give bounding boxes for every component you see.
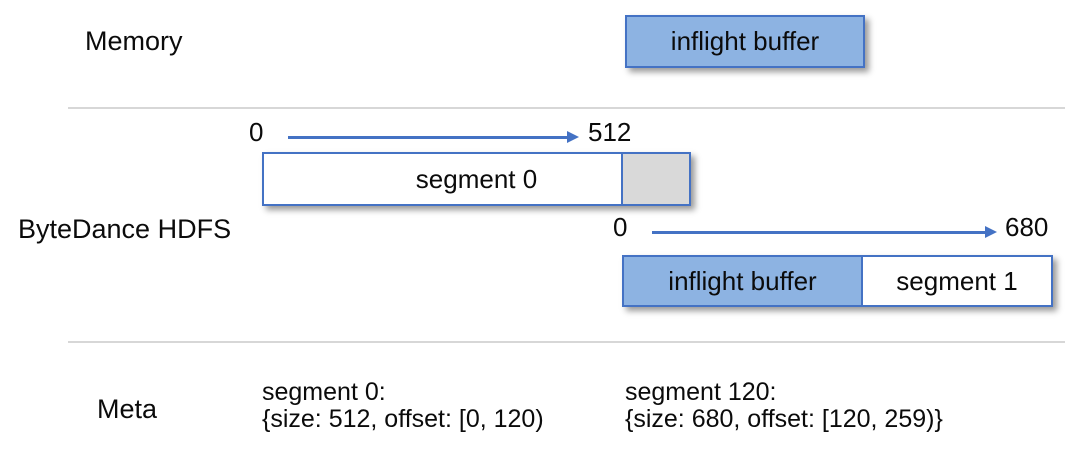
segment0-box: segment 0 — [262, 152, 691, 206]
segment1-range-end: 680 — [1005, 212, 1049, 242]
meta-entry-detail: {size: 680, offset: [120, 259)} — [625, 405, 943, 433]
divider-bottom — [68, 341, 1065, 343]
divider-top — [68, 107, 1065, 109]
segment1-split-box: inflight buffer segment 1 — [622, 255, 1053, 307]
hdfs-inflight-buffer-box: inflight buffer — [622, 255, 863, 307]
meta-entry-detail: {size: 512, offset: [0, 120) — [262, 405, 544, 433]
segment1-range-start: 0 — [613, 212, 628, 242]
meta-entry-title: segment 120: — [625, 378, 777, 406]
segment0-range-start: 0 — [249, 117, 264, 147]
meta-entry-title: segment 0: — [262, 378, 386, 406]
segment0-range-end: 512 — [588, 117, 632, 147]
hdfs-inflight-buffer-label: inflight buffer — [668, 265, 817, 296]
memory-inflight-buffer-box: inflight buffer — [625, 15, 865, 68]
segment0-gray-tail — [621, 154, 689, 204]
hdfs-row-label: ByteDance HDFS — [18, 214, 232, 244]
segment0-label: segment 0 — [415, 163, 538, 194]
meta-entry-segment120: segment 120: {size: 680, offset: [120, 2… — [625, 379, 943, 433]
meta-entry-segment0: segment 0: {size: 512, offset: [0, 120) — [262, 379, 544, 433]
arrow-head-icon — [567, 131, 579, 143]
segment1-label: segment 1 — [896, 265, 1018, 296]
segment1-box: segment 1 — [863, 255, 1053, 307]
segment1-range-arrow-icon — [652, 226, 997, 238]
arrow-head-icon — [985, 226, 997, 238]
meta-row-label: Meta — [97, 394, 158, 424]
memory-row-label: Memory — [85, 26, 183, 56]
memory-inflight-buffer-label: inflight buffer — [670, 26, 820, 56]
segment0-range-arrow-icon — [288, 131, 579, 143]
